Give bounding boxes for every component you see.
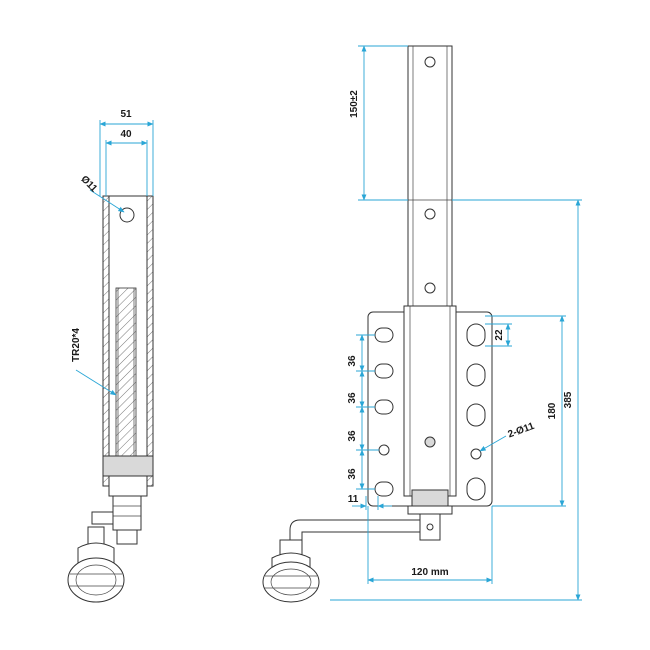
- dim-thread: TR20*4: [71, 328, 82, 362]
- hole-left: [378, 444, 390, 456]
- slot-right-2: [466, 363, 486, 387]
- dim-pitch-2: 36: [347, 392, 358, 404]
- shaft-end: [116, 529, 138, 545]
- dim-slot-length: 22: [494, 329, 505, 341]
- top-hole: [424, 56, 436, 68]
- slot-left-3: [374, 399, 394, 415]
- slot-left-2: [374, 363, 394, 379]
- bottom-bearing: [108, 475, 148, 497]
- front-view: [262, 45, 493, 603]
- drive-shaft: [112, 495, 142, 531]
- tube-wall-left: [102, 195, 110, 487]
- dim-total-height: 385: [563, 391, 574, 408]
- bottom-flange: [407, 505, 453, 515]
- upper-hole: [424, 208, 436, 220]
- dim-slot-span: 180: [547, 402, 558, 419]
- crank-arm: [289, 519, 421, 543]
- dim-pitch-4: 36: [347, 468, 358, 480]
- slot-right-1: [466, 323, 486, 347]
- dim-stroke-top: 150±2: [349, 90, 360, 118]
- hole-right: [470, 448, 482, 460]
- dim-crank-reach: 120 mm: [411, 567, 448, 578]
- slot-left-4: [374, 481, 394, 497]
- dim-pitch-1: 36: [347, 355, 358, 367]
- lower-hole: [424, 282, 436, 294]
- dim-pitch-3: 36: [347, 430, 358, 442]
- gear-housing: [411, 489, 449, 507]
- tube-wall-right: [146, 195, 154, 487]
- slot-left-1: [374, 327, 394, 343]
- section-view: [67, 195, 154, 603]
- slot-right-4: [466, 477, 486, 501]
- dim-hole-dia: Ø11: [78, 174, 99, 195]
- dim-holes: 2-Ø11: [506, 421, 536, 441]
- coupling-pin: [426, 523, 434, 531]
- cross-hole: [119, 207, 135, 223]
- crank-handle-knob: [262, 561, 320, 603]
- crank-arm-end: [91, 511, 114, 525]
- dim-width-inner: 40: [120, 129, 132, 140]
- handle-knob: [67, 557, 125, 603]
- dim-width-outer: 51: [120, 109, 132, 120]
- spindle-nut: [102, 455, 154, 477]
- inner-tube-extended: [407, 45, 453, 309]
- slot-right-3: [466, 403, 486, 427]
- dim-bottom-offset: 11: [348, 494, 359, 505]
- outer-tube-front: [403, 305, 457, 497]
